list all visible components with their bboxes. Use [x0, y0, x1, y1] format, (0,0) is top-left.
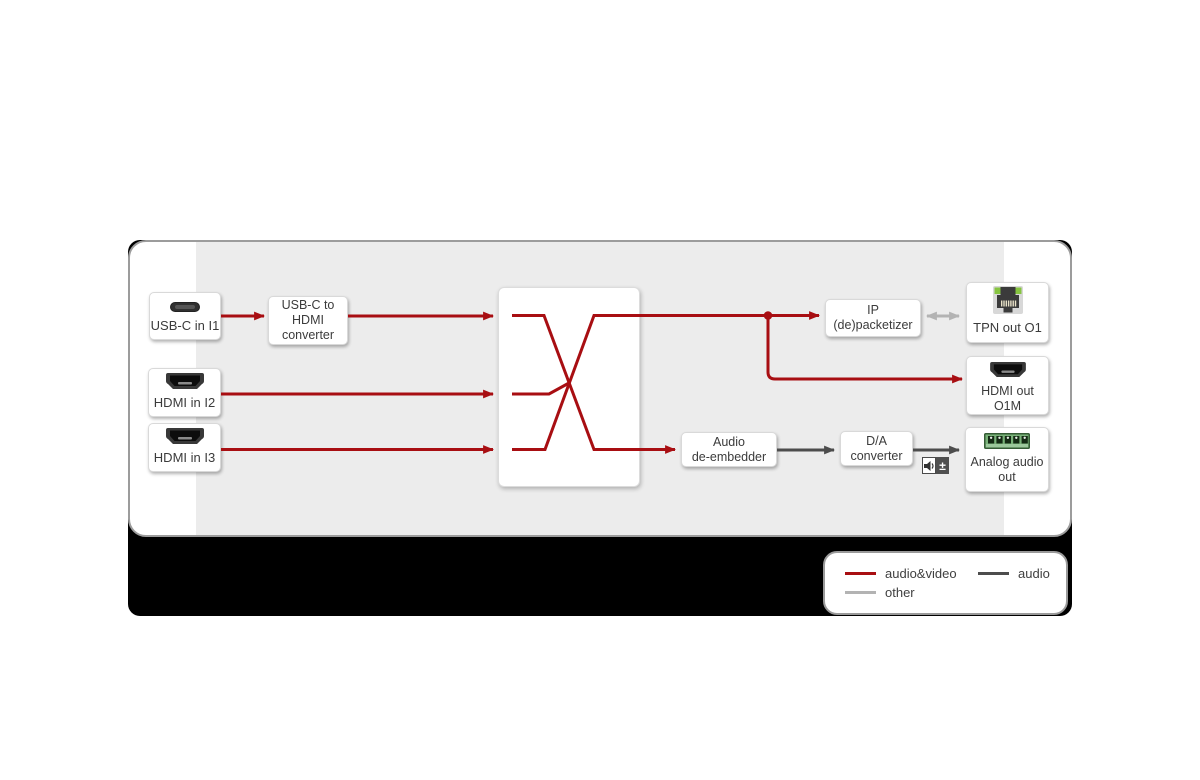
- box-text: D/A: [866, 433, 887, 448]
- output-hdmi-o1m: HDMI out O1M: [966, 356, 1049, 415]
- output-label: HDMI out: [981, 383, 1034, 398]
- ip-depacketizer-box: IP (de)packetizer: [825, 299, 921, 337]
- volume-control-widget: ±: [922, 457, 949, 474]
- input-hdmi-i3: HDMI in I3: [148, 423, 221, 472]
- hdmi-connector-icon: [989, 362, 1026, 382]
- output-label: O1M: [993, 398, 1022, 413]
- box-text: HDMI: [292, 313, 324, 328]
- legend-line-red: [845, 572, 876, 575]
- terminal-block-icon: [984, 433, 1030, 453]
- input-label: HDMI in I3: [153, 450, 216, 466]
- output-label: Analog audio: [970, 454, 1044, 469]
- box-text: Audio: [713, 434, 745, 449]
- legend-item-audio: audio: [978, 566, 1052, 581]
- legend-line-gray: [845, 591, 876, 594]
- output-label: TPN out O1: [973, 320, 1042, 336]
- legend-item-audio-video: audio&video: [845, 566, 978, 581]
- legend-item-other: other: [845, 585, 978, 600]
- audio-deembedder-box: Audio de-embedder: [681, 432, 777, 467]
- hdmi-connector-icon: [165, 428, 204, 448]
- speaker-icon: [922, 457, 936, 474]
- input-usbc-i1: USB-C in I1: [149, 292, 221, 340]
- usb-c-connector-icon: [170, 300, 200, 315]
- legend-label: other: [885, 585, 915, 600]
- output-tpn-o1: TPN out O1: [966, 282, 1049, 343]
- box-text: USB-C to: [281, 298, 335, 313]
- box-text: converter: [850, 448, 903, 463]
- usbc-to-hdmi-converter-box: USB-C to HDMI converter: [268, 296, 348, 345]
- box-text: de-embedder: [691, 449, 767, 464]
- box-text: IP: [867, 303, 879, 318]
- input-hdmi-i2: HDMI in I2: [148, 368, 221, 417]
- box-text: (de)packetizer: [833, 318, 913, 332]
- legend: audio&video audio other: [823, 551, 1068, 615]
- legend-label: audio: [1018, 566, 1050, 581]
- legend-line-dark: [978, 572, 1009, 575]
- hdmi-connector-icon: [165, 373, 204, 393]
- output-label: out: [998, 469, 1016, 484]
- input-label: USB-C in I1: [150, 318, 220, 334]
- box-text: converter: [281, 327, 335, 342]
- da-converter-box: D/A converter: [840, 431, 913, 466]
- plus-minus-icon: ±: [936, 457, 949, 474]
- input-label: HDMI in I2: [153, 395, 216, 411]
- legend-label: audio&video: [885, 566, 957, 581]
- rj45-connector-icon: [992, 286, 1023, 317]
- output-analog-audio: Analog audio out: [965, 427, 1049, 492]
- matrix-switch-box: [498, 287, 640, 487]
